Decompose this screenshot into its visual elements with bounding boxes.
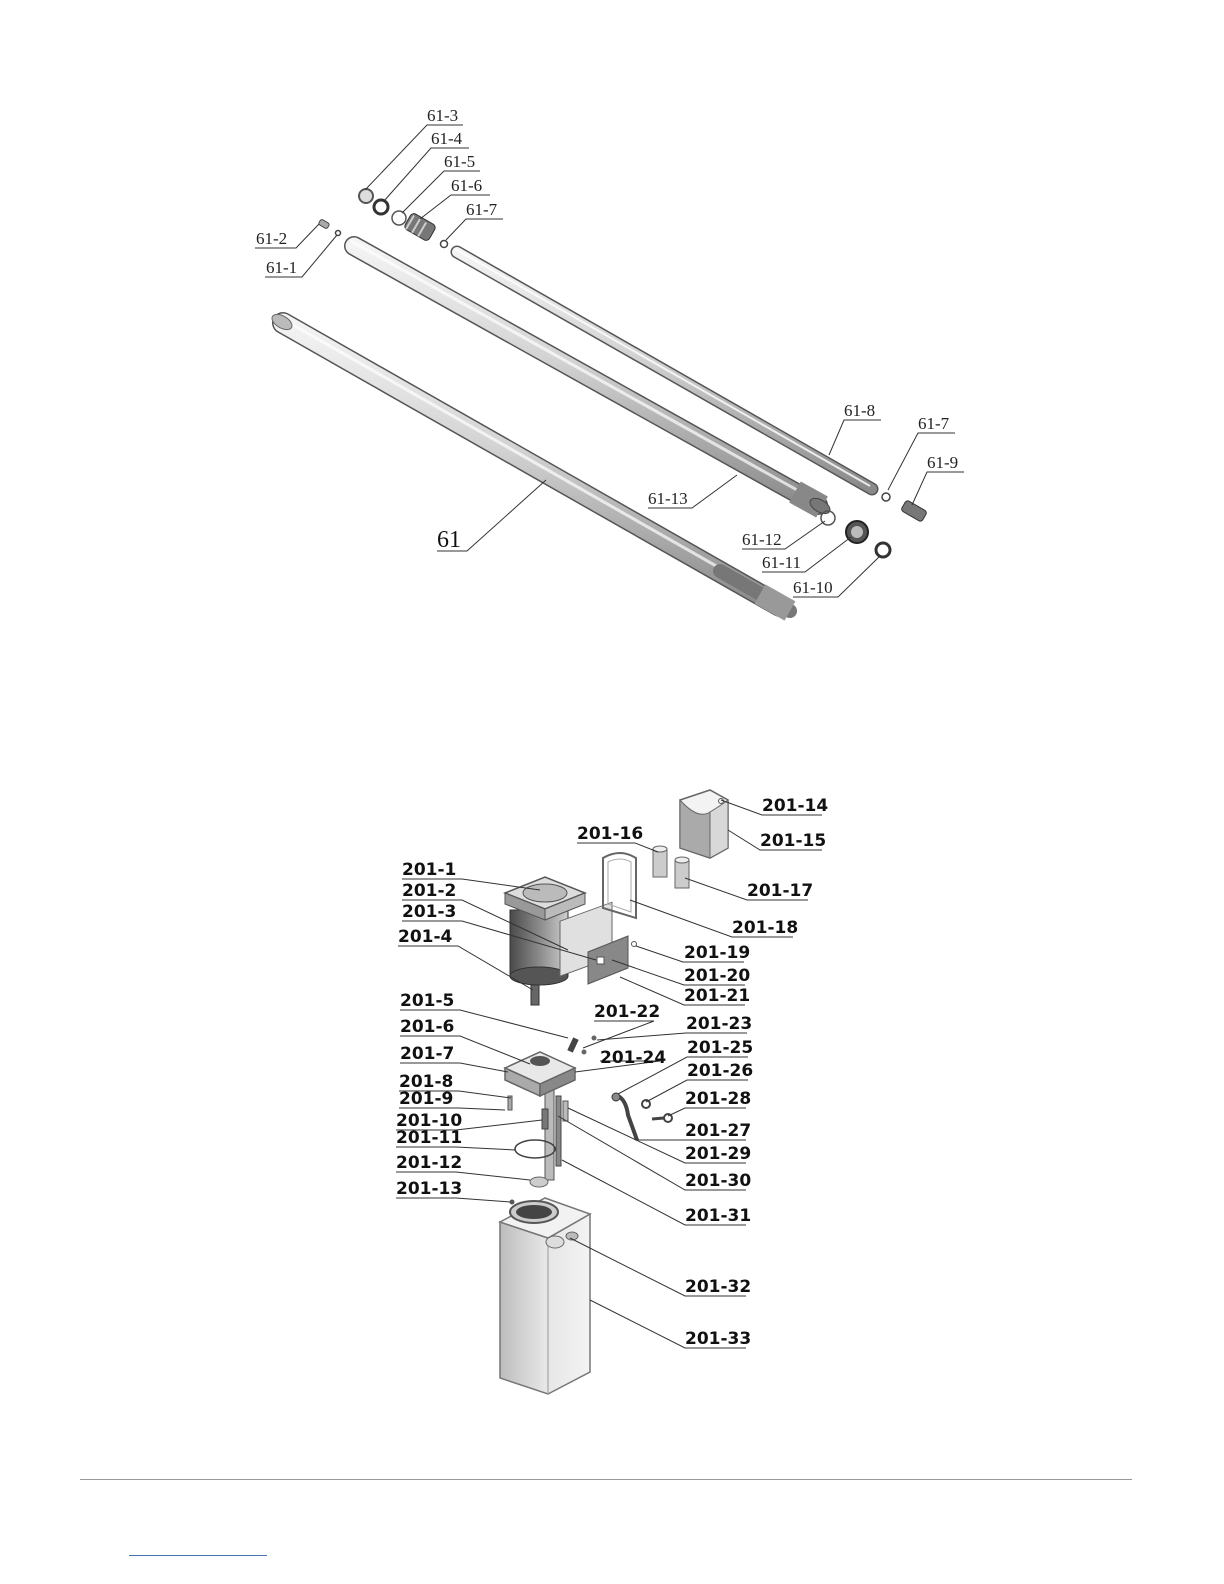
electric-motor	[505, 877, 637, 1005]
part-label: 61-10	[793, 578, 833, 597]
part-label: 61-3	[427, 106, 458, 125]
part-label: 201-12	[396, 1153, 462, 1173]
part-label: 201-13	[396, 1179, 462, 1199]
part-label: 61-2	[256, 229, 287, 248]
capacitor-box	[680, 790, 728, 858]
part-label: 61	[437, 527, 461, 553]
part-label: 201-1	[402, 860, 456, 880]
tube-61-13	[351, 241, 833, 517]
manifold-block	[505, 1036, 597, 1097]
small-parts-top	[318, 189, 927, 557]
part-label: 201-18	[732, 918, 798, 938]
part-label: 201-29	[685, 1144, 751, 1164]
oil-tank	[500, 1198, 590, 1394]
part-label: 201-30	[685, 1171, 751, 1191]
capacitors	[653, 846, 689, 888]
cylinder-diagram: 61-3 61-4 61-5 61-6 61-7 61-2 61-1 61-8 …	[255, 106, 964, 611]
part-label: 201-27	[685, 1121, 751, 1141]
part-label: 61-9	[927, 453, 958, 472]
part-label: 201-32	[685, 1277, 751, 1297]
part-label: 201-26	[687, 1061, 753, 1081]
power-unit-diagram: 201-14 201-15 201-16 201-17 201-1 201-2 …	[396, 790, 828, 1394]
part-label: 201-23	[686, 1014, 752, 1034]
part-label: 201-14	[762, 796, 828, 816]
part-label: 61-5	[444, 152, 475, 171]
part-label: 201-11	[396, 1128, 462, 1148]
tube-61	[269, 311, 790, 611]
suction-tubes	[508, 1090, 568, 1205]
part-label: 201-6	[400, 1017, 454, 1037]
part-label: 201-5	[400, 991, 454, 1011]
part-label: 201-4	[398, 927, 453, 947]
part-label: 61-7	[466, 200, 498, 219]
part-label: 201-21	[684, 986, 750, 1006]
footer-link-underline[interactable]	[129, 1555, 267, 1556]
part-label: 201-15	[760, 831, 826, 851]
part-label: 201-20	[684, 966, 750, 986]
part-label: 61-8	[844, 401, 875, 420]
part-label: 201-19	[684, 943, 750, 963]
part-label: 201-9	[399, 1089, 453, 1109]
part-label: 201-3	[402, 902, 456, 922]
footer-divider	[80, 1479, 1132, 1480]
part-label: 201-17	[747, 881, 813, 901]
part-label: 201-33	[685, 1329, 751, 1349]
part-label: 61-1	[266, 258, 297, 277]
part-label: 201-28	[685, 1089, 751, 1109]
part-label: 61-12	[742, 530, 782, 549]
part-label: 61-4	[431, 129, 463, 148]
part-label: 201-24	[600, 1048, 666, 1068]
part-label: 201-31	[685, 1206, 751, 1226]
part-label: 201-16	[577, 824, 643, 844]
part-label: 61-11	[762, 553, 801, 572]
part-label: 61-13	[648, 489, 688, 508]
part-label: 61-6	[451, 176, 482, 195]
part-label: 201-7	[400, 1044, 454, 1064]
part-label: 201-2	[402, 881, 456, 901]
part-label: 61-7	[918, 414, 950, 433]
part-label: 201-22	[594, 1002, 660, 1022]
part-label: 201-25	[687, 1038, 753, 1058]
